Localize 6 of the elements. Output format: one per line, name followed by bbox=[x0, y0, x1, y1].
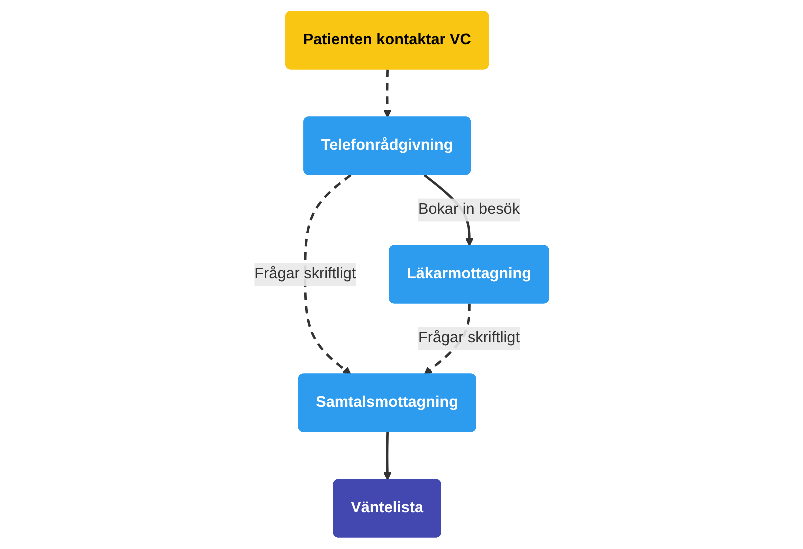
edge-label: Frågar skriftligt bbox=[418, 330, 520, 346]
arrow bbox=[383, 432, 392, 481]
edge-label: Frågar skriftligt bbox=[254, 266, 356, 282]
arrow bbox=[304, 174, 352, 376]
arrow bbox=[383, 70, 392, 118]
edge-label: Bokar in besök bbox=[418, 202, 520, 218]
